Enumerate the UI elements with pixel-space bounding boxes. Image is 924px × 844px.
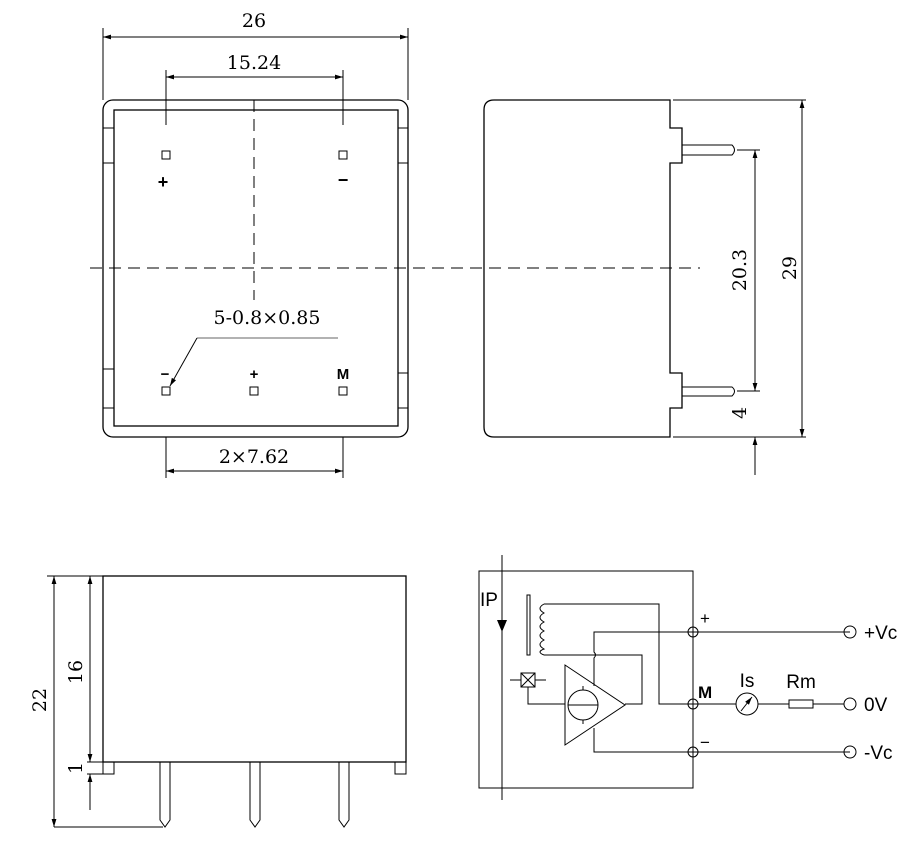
wire-neg-supply: [593, 728, 850, 753]
dim-body-text: 16: [65, 660, 87, 684]
terminal-pos-label: +Vc: [864, 623, 897, 644]
node-minus: [687, 746, 699, 758]
ammeter-icon: [735, 692, 759, 716]
wire-coil-to-amp: [544, 654, 643, 705]
side-pin-bottom: [682, 386, 735, 397]
front-pin-1: [159, 762, 171, 828]
side-view: 20.3 29 4: [483, 99, 806, 475]
node-m-label: M: [698, 683, 712, 702]
magnetic-core: [526, 594, 531, 656]
terminal-neg: [843, 745, 857, 759]
terminal-zero-label: 0V: [864, 695, 888, 716]
node-plus-label: +: [700, 609, 710, 628]
pin-label-m: M: [337, 366, 350, 383]
pin-label-plus: +: [158, 172, 169, 192]
dim-pitch-bottom-text: 2×7.62: [219, 446, 289, 468]
pin-neg-supply: [161, 386, 171, 396]
schematic: IP + M − Is Rm +Vc 0V -Vc: [478, 555, 897, 800]
node-m: [687, 698, 699, 710]
pin-label-minus: −: [338, 170, 349, 190]
pin-spec-leader: [169, 337, 198, 387]
dim-pitch-top-text: 15.24: [227, 52, 281, 74]
front-pin-2: [249, 762, 261, 828]
resistor-icon: [788, 699, 814, 709]
pin-minus: [338, 150, 348, 160]
pin-pos-supply: [249, 386, 259, 396]
node-plus: [687, 626, 699, 638]
top-view: + − − + M 26 15.24 2×7.62 5-0.8×0.85: [90, 10, 700, 478]
front-pin-3: [338, 762, 350, 828]
pin-label-pos: +: [250, 366, 259, 383]
terminal-neg-label: -Vc: [864, 743, 893, 764]
pin-plus: [161, 150, 171, 160]
side-tabs: [103, 127, 408, 409]
wire-pos-supply: [593, 631, 850, 686]
dim-pin-offset-text: 4: [729, 407, 751, 419]
pin-spec-text: 5-0.8×0.85: [214, 307, 321, 329]
pin-m: [338, 386, 348, 396]
wire-coil-to-m: [544, 603, 693, 705]
node-minus-label: −: [700, 733, 710, 752]
dim-total-text: 22: [29, 688, 51, 712]
dim-height-text: 29: [779, 256, 801, 280]
secondary-coil: [539, 603, 546, 656]
dim-width-text: 26: [242, 10, 266, 32]
resistor-label: Rm: [786, 672, 816, 693]
amplifier-icon: [564, 664, 626, 746]
sensor-box: [478, 570, 694, 789]
foot-right: [394, 761, 407, 775]
dim-pin-spacing-text: 20.3: [729, 249, 751, 291]
terminal-zero: [843, 697, 857, 711]
body-outline: [102, 99, 409, 438]
pins: [161, 150, 348, 396]
pin-label-neg: −: [161, 366, 170, 383]
primary-label: IP: [480, 590, 498, 611]
front-view: 22 16 1: [29, 575, 407, 828]
front-body: [102, 575, 407, 763]
dim-standoff-text: 1: [65, 762, 87, 774]
side-pin-top: [682, 144, 735, 156]
meter-label: Is: [740, 671, 755, 692]
foot-left: [102, 761, 115, 775]
side-body-outline: [483, 99, 683, 438]
terminal-pos: [843, 625, 857, 639]
primary-arrow-icon: [497, 620, 507, 632]
